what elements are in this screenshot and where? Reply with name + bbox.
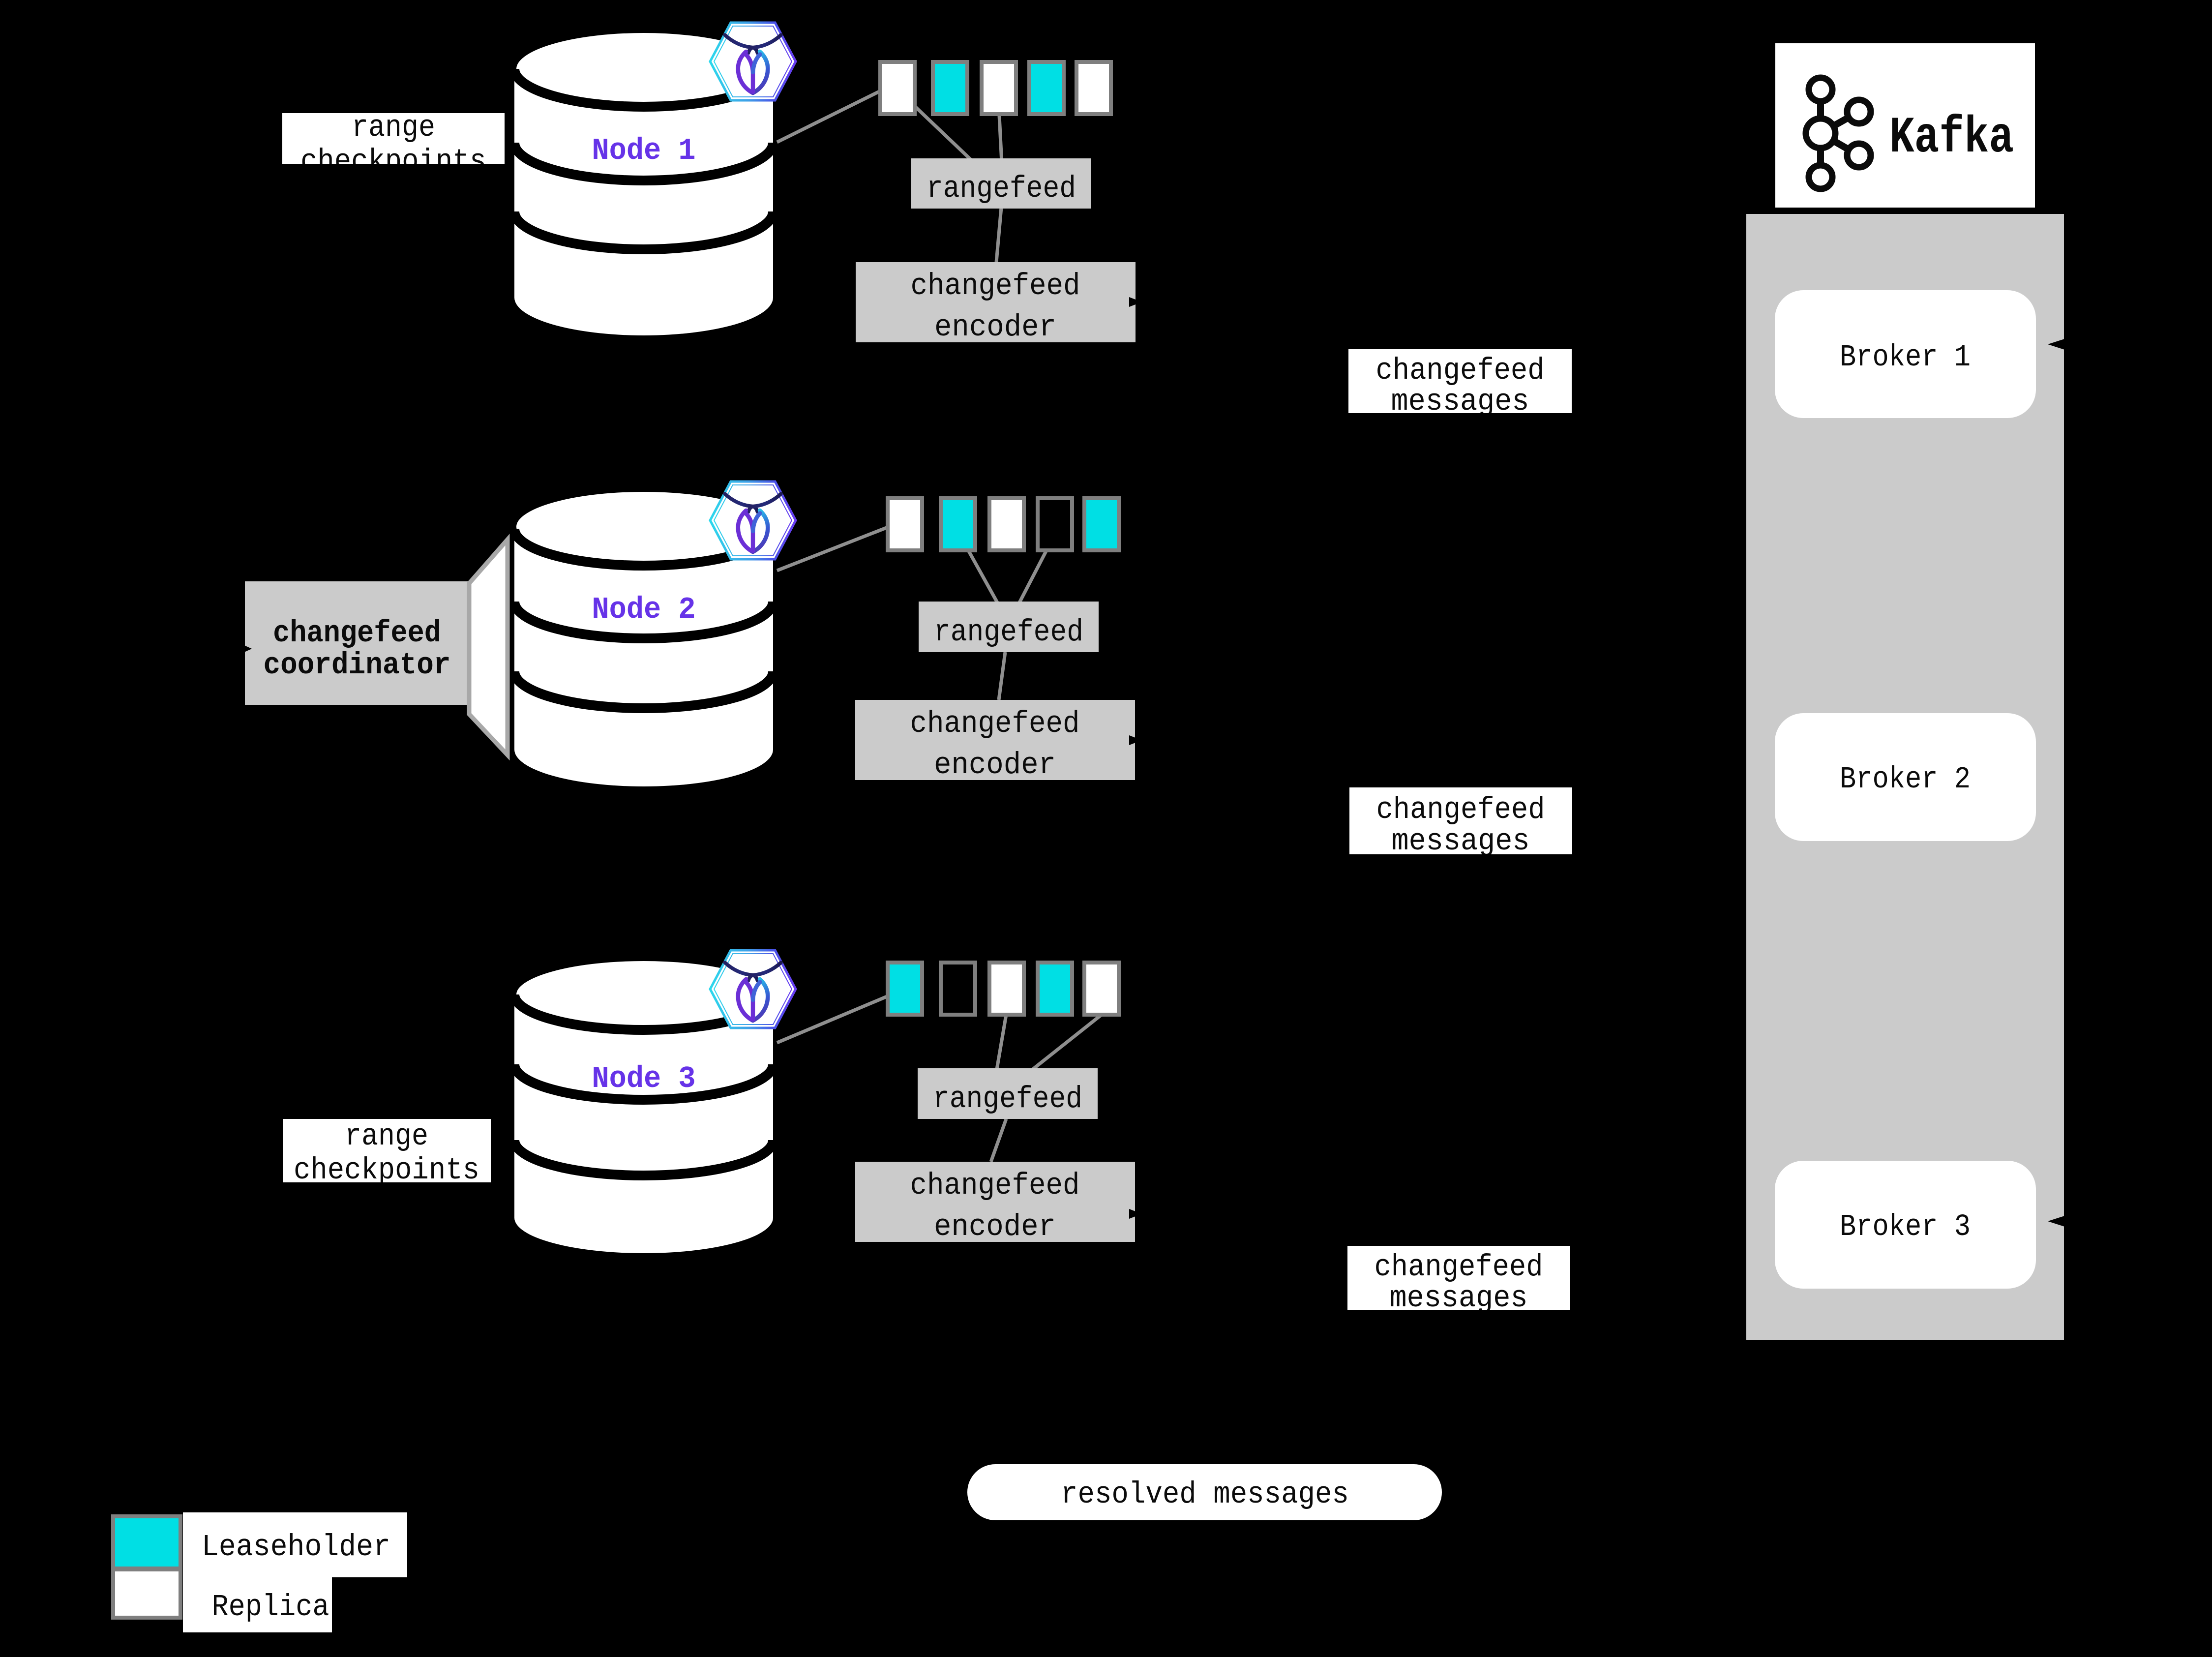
svg-text:Kafka: Kafka — [1889, 109, 2014, 167]
svg-text:changefeed: changefeed — [1376, 353, 1545, 388]
svg-text:rangefeed: rangefeed — [934, 615, 1083, 650]
svg-text:coordinator: coordinator — [264, 648, 451, 683]
svg-text:changefeed: changefeed — [1375, 1250, 1543, 1285]
svg-text:Broker 2: Broker 2 — [1840, 762, 1971, 797]
svg-text:messages: messages — [1390, 1281, 1528, 1316]
svg-text:range: range — [352, 110, 435, 145]
svg-text:Broker 3: Broker 3 — [1840, 1209, 1971, 1244]
svg-text:messages: messages — [1392, 824, 1530, 859]
svg-text:Leaseholder: Leaseholder — [202, 1530, 390, 1565]
svg-text:range: range — [345, 1119, 428, 1154]
svg-text:encoder: encoder — [934, 310, 1056, 345]
svg-text:Node 1: Node 1 — [592, 133, 696, 168]
svg-text:Replica: Replica — [212, 1590, 329, 1625]
svg-text:resolved messages: resolved messages — [1061, 1477, 1349, 1512]
svg-text:rangefeed: rangefeed — [927, 171, 1076, 206]
svg-text:checkpoints: checkpoints — [300, 144, 486, 179]
svg-text:checkpoints: checkpoints — [294, 1153, 479, 1188]
svg-text:changefeed: changefeed — [910, 706, 1080, 741]
svg-text:Node 2: Node 2 — [592, 592, 696, 627]
svg-text:encoder: encoder — [934, 748, 1056, 783]
svg-text:Broker 1: Broker 1 — [1840, 340, 1971, 375]
svg-text:encoder: encoder — [934, 1209, 1056, 1244]
svg-text:changefeed: changefeed — [273, 616, 441, 651]
svg-text:messages: messages — [1391, 384, 1529, 419]
svg-text:rangefeed: rangefeed — [933, 1082, 1082, 1116]
svg-text:changefeed: changefeed — [911, 269, 1080, 303]
svg-text:changefeed: changefeed — [1376, 792, 1545, 827]
svg-text:Node 3: Node 3 — [592, 1061, 696, 1096]
svg-text:changefeed: changefeed — [910, 1168, 1080, 1203]
